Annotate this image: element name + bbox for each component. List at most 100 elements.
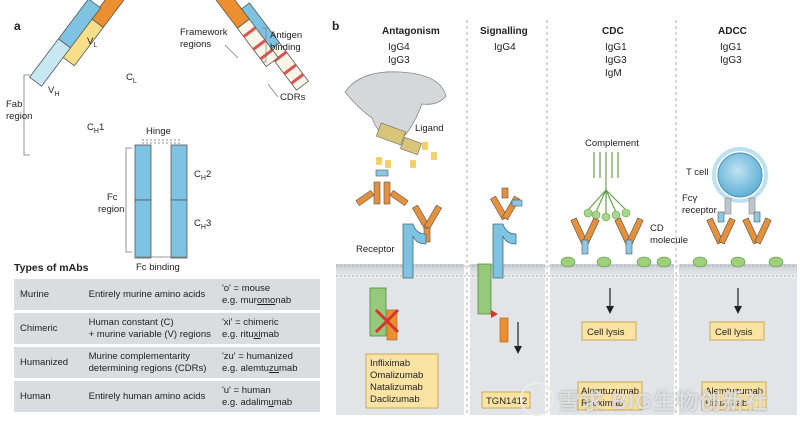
fcg-receptor-label-2: receptor	[682, 205, 717, 216]
drug-adcc-rituximab: Rituximab	[705, 398, 747, 409]
col-adcc-iso-1: IgG1	[720, 42, 742, 53]
drug-cdc-alemtuzumab: Alemtuzumab	[581, 386, 639, 397]
ch1-domain	[57, 0, 102, 49]
right-light-chain	[207, 0, 279, 68]
drug-box-adcc: Alemtuzumab Rituximab	[701, 381, 767, 411]
right-ch2-domain	[170, 144, 188, 201]
row-desc: Human constant (C)+ murine variable (V) …	[88, 317, 211, 340]
left-heavy-fab	[29, 0, 102, 87]
cl-label: CL	[126, 72, 137, 85]
cell-lysis-adcc: Cell lysis	[715, 327, 753, 338]
panel-b-letter: b	[332, 19, 339, 33]
col-title-antagonism: Antagonism	[382, 26, 440, 37]
cell-lysis-cdc: Cell lysis	[587, 327, 625, 338]
fc-label-2: region	[98, 204, 124, 215]
blocked-cross-icon	[374, 308, 400, 334]
fcg-receptor-label-1: Fcγ	[682, 193, 698, 204]
row-type: Humanized	[20, 357, 69, 368]
cd-molecule-label-2: molecule	[650, 235, 688, 246]
col-adcc-iso-2: IgG3	[720, 55, 742, 66]
right-ch3-domain	[170, 199, 188, 259]
antibody-signalling	[489, 187, 523, 221]
left-ch3-domain	[134, 199, 152, 259]
framework-label-2: regions	[180, 39, 211, 50]
fc-binding-label: Fc binding	[136, 262, 180, 273]
antibody-antagonism-2	[411, 204, 443, 243]
table-row: Human Entirely human amino acids 'u' = h…	[14, 381, 320, 412]
cell-lysis-box-adcc: Cell lysis	[709, 321, 765, 341]
table-row: Chimeric Human constant (C)+ murine vari…	[14, 313, 320, 344]
watermark-text: 雪求 BIG生物创新社	[558, 389, 769, 414]
col-title-cdc: CDC	[602, 26, 624, 37]
cdrs-label: CDRs	[280, 92, 306, 103]
panel-a-letter: a	[14, 19, 21, 33]
watermark: 雪求 BIG生物创新社	[520, 380, 800, 420]
fcg-receptors	[724, 197, 756, 215]
watermark-logo-icon	[520, 382, 554, 416]
drug-cdc-rituximab: Rituximab	[581, 398, 623, 409]
ch2-label: CH2	[194, 169, 211, 182]
col-antagonism-iso-2: IgG3	[388, 55, 410, 66]
drug-natalizumab: Natalizumab	[370, 382, 423, 393]
row-desc: Entirely murine amino acids	[88, 289, 206, 300]
antibodies-cdc	[570, 217, 644, 255]
drug-box-antagonism: Infliximab Omalizumab Natalizumab Dacliz…	[365, 353, 439, 409]
row-type: Human	[20, 391, 51, 402]
drug-box-cdc: Alemtuzumab Rituximab	[577, 381, 643, 411]
drug-tgn1412: TGN1412	[486, 396, 527, 407]
mabs-table-title: Types of mAbs	[14, 262, 89, 274]
ligand-particles	[376, 142, 437, 168]
col-cdc-iso-3: IgM	[605, 68, 622, 79]
mabs-types-table: Types of mAbs Murine Entirely murine ami…	[14, 262, 320, 415]
fc-label-1: Fc	[107, 192, 118, 203]
receptor-shape	[402, 223, 427, 279]
t-cell	[717, 152, 763, 198]
antigen-binding-label-2: binding	[270, 42, 301, 53]
col-antagonism-iso-1: IgG4	[388, 42, 410, 53]
hinge-label: Hinge	[146, 126, 171, 137]
vh-label: VH	[48, 85, 59, 98]
antigen-binding-label-1: Antigen	[270, 30, 302, 41]
drug-adcc-alemtuzumab: Alemtuzumab	[705, 386, 763, 397]
ch3-label: CH3	[194, 218, 211, 231]
antibody-diagram	[29, 0, 309, 259]
cl-domain	[90, 0, 133, 29]
cd-molecules	[560, 256, 672, 268]
col-title-signalling: Signalling	[480, 26, 528, 37]
drug-omalizumab: Omalizumab	[370, 370, 423, 381]
row-type: Chimeric	[20, 323, 58, 334]
left-ch2-domain	[134, 144, 152, 201]
vl-label: VL	[87, 36, 97, 49]
receptor-signalling	[492, 223, 517, 279]
table-row: Murine Entirely murine amino acids 'o' =…	[14, 279, 320, 310]
col-signalling-iso-1: IgG4	[494, 42, 516, 53]
ligand-label: Ligand	[415, 123, 444, 134]
t-cell-label: T cell	[686, 167, 709, 178]
drug-daclizumab: Daclizumab	[370, 394, 420, 405]
col-cdc-iso-2: IgG3	[605, 55, 627, 66]
complement-heads	[583, 208, 631, 222]
row-desc: Entirely human amino acids	[88, 391, 206, 402]
col-title-adcc: ADCC	[718, 26, 747, 37]
ligand-receptor-shape	[344, 71, 447, 156]
drug-infliximab: Infliximab	[370, 358, 410, 369]
vh-domain	[29, 38, 72, 87]
fab-label-2: region	[6, 111, 32, 122]
ch1-label: CH1	[87, 122, 104, 135]
receptor-label: Receptor	[356, 244, 395, 255]
fab-label-1: Fab	[6, 99, 22, 110]
antibody-antagonism-1	[355, 169, 409, 207]
complement-label: Complement	[585, 138, 639, 149]
framework-label-1: Framework	[180, 27, 228, 38]
complement-complex	[587, 152, 627, 214]
cd-molecules-adcc	[692, 256, 784, 268]
row-type: Murine	[20, 289, 50, 300]
col-cdc-iso-1: IgG1	[605, 42, 627, 53]
cell-lysis-box-cdc: Cell lysis	[581, 321, 637, 341]
